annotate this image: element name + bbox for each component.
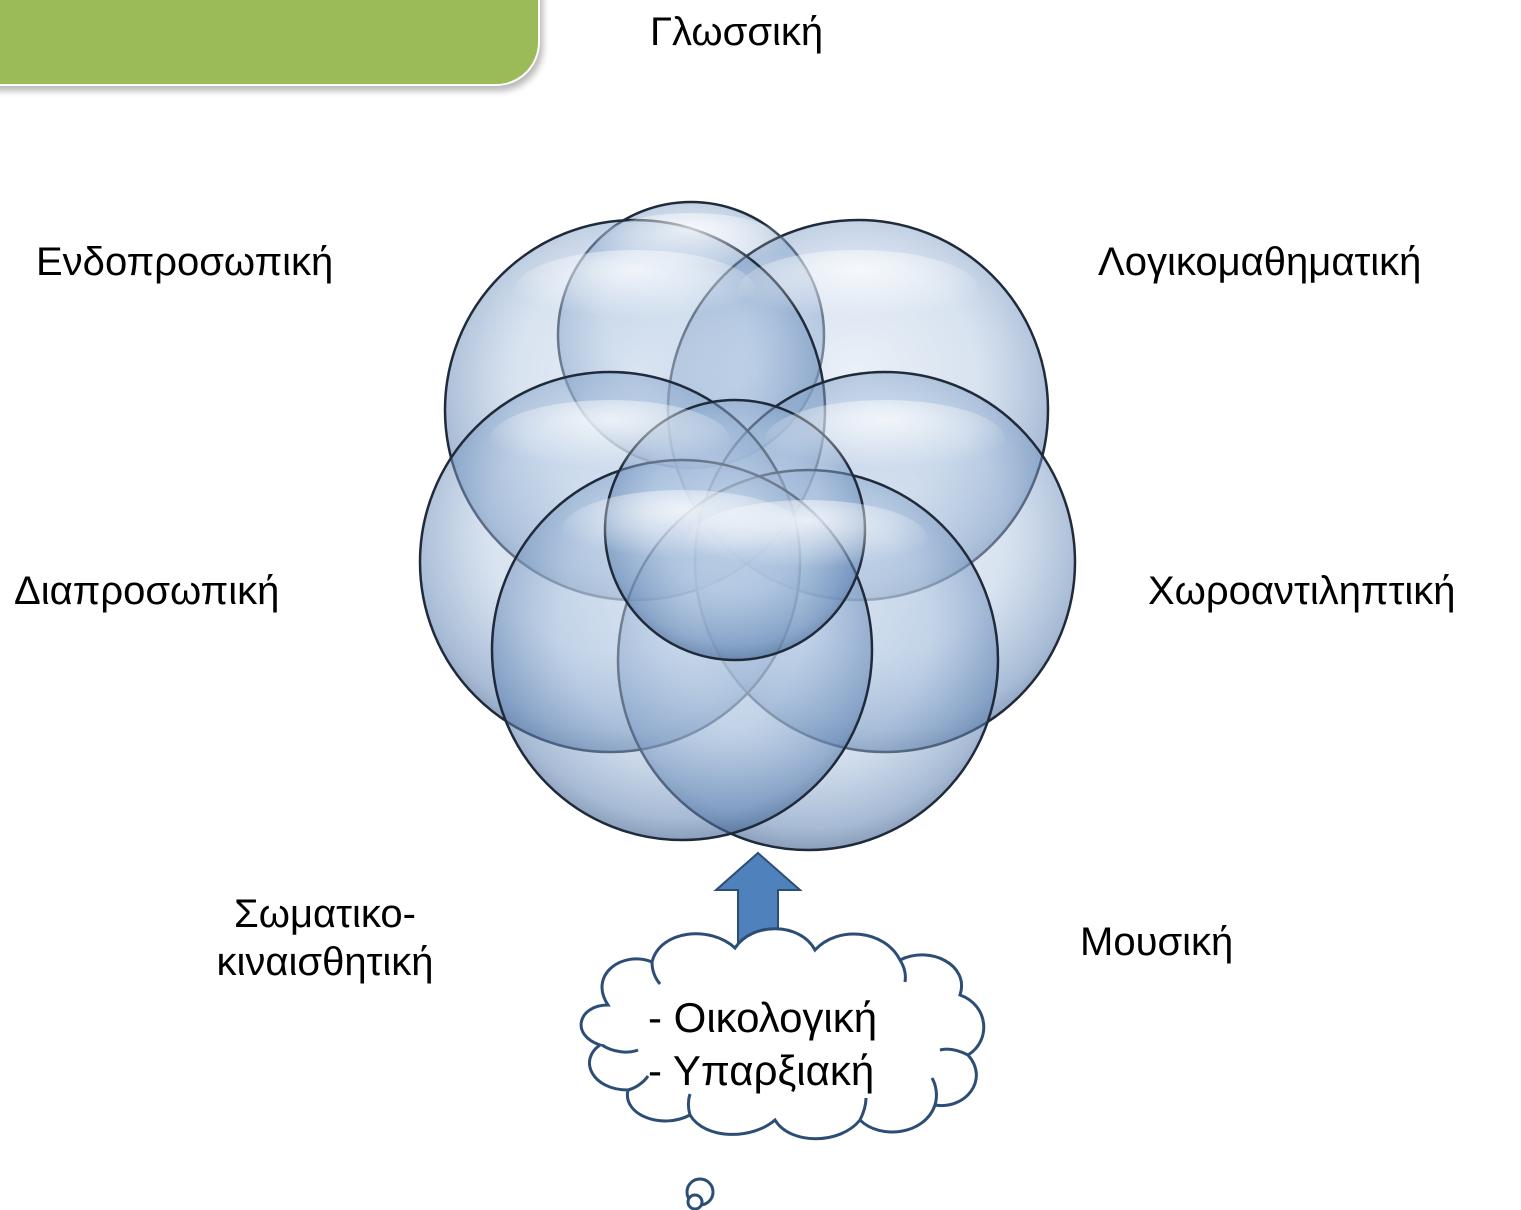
label-linguistic: Γλωσσική [650,10,824,54]
label-intrapersonal: Ενδοπροσωπική [36,240,334,284]
cloud-line-existential: - Υπαρξιακή [648,1046,875,1094]
thought-cloud-icon [579,927,986,1141]
cloud-text: - Οικολογική - Υπαρξιακή [648,992,877,1097]
label-bodily-kinesthetic-line2: κιναισθητική [216,940,434,984]
highlights-group [490,213,1005,580]
label-spatial: Χωροαντιληπτική [1148,569,1456,613]
label-bodily-kinesthetic-line1: Σωματικο- [234,892,416,936]
label-logical-mathematical: Λογικομαθηματική [1098,240,1422,284]
title-tab [0,0,540,86]
label-bodily-kinesthetic: Σωματικο- κιναισθητική [190,890,460,986]
label-musical: Μουσική [1080,920,1234,964]
cloud-bubble-tiny [686,1193,704,1210]
cloud-line-ecological: - Οικολογική [648,994,878,1041]
label-interpersonal: Διαπροσωπική [14,569,280,613]
